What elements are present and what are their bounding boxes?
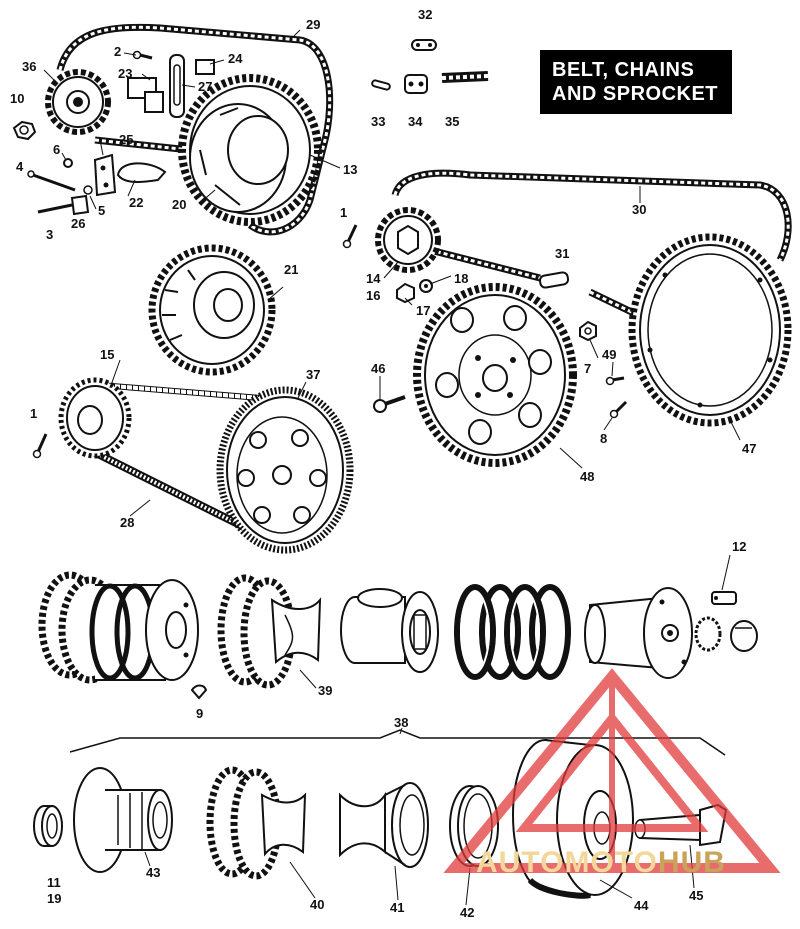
callout-32: 32 [418,7,433,22]
primary-chain-29 [56,23,334,236]
callout-21: 21 [284,262,299,277]
chain-links [371,39,570,289]
callout-10: 10 [10,91,25,106]
callout-14: 14 [366,271,381,286]
nut-10 [12,120,37,141]
callout-19: 19 [47,891,62,906]
assembly-bracket-38 [69,729,726,756]
callout-9: 9 [196,706,204,721]
callout-5: 5 [98,203,106,218]
callout-29: 29 [306,17,321,32]
clutch-sprocket-stack [38,571,199,684]
adjuster-12 [694,591,758,652]
callout-27: 27 [198,79,213,94]
callout-31: 31 [555,246,570,261]
watermark-moto: MOTO [564,846,658,879]
callout-20: 20 [172,197,187,212]
callout-6: 6 [53,142,61,157]
watermark-hub: HUB [657,846,726,879]
callout-28: 28 [120,515,135,530]
callout-8: 8 [600,431,608,446]
callout-37: 37 [306,367,321,382]
callout-1b: 1 [30,406,38,421]
callout-40: 40 [310,897,325,912]
title-line-2: AND SPROCKET [552,83,719,105]
callout-36: 36 [22,59,37,74]
callout-22: 22 [129,195,144,210]
watermark-logo [443,668,781,873]
callout-42: 42 [460,905,475,920]
callout-48: 48 [580,469,595,484]
hub-sleeve [340,588,439,673]
callout-49: 49 [602,347,617,362]
sleeve-41 [339,782,429,868]
callout-15: 15 [100,347,115,362]
callout-25: 25 [119,132,134,147]
small-parts-left [27,153,167,216]
title-box: BELT, CHAINS AND SPROCKET [540,50,732,114]
callout-2: 2 [114,44,122,59]
callout-41: 41 [390,900,405,915]
callout-45: 45 [689,888,704,903]
callout-34: 34 [408,114,423,129]
watermark-text: AUTOMOTOHUB [476,846,726,880]
bolts-1 [32,224,358,459]
callout-39: 39 [318,683,333,698]
callout-26: 26 [71,216,86,231]
watermark-auto: AUTO [476,846,565,879]
callout-7: 7 [584,361,592,376]
leader-lines [43,29,741,906]
callout-23: 23 [118,66,133,81]
transmission-sprocket-14 [375,207,441,304]
callout-43: 43 [146,865,161,880]
callout-47: 47 [742,441,757,456]
clutch-springs [454,584,571,680]
callout-38: 38 [394,715,409,730]
callout-17: 17 [416,303,431,318]
callout-18: 18 [454,271,469,286]
fasteners-right [373,320,628,419]
callout-35: 35 [445,114,460,129]
sprocket-40 [206,766,307,880]
adjuster-assembly [127,50,215,118]
clutch-hub-21 [148,244,276,376]
callout-1a: 1 [340,205,348,220]
title-line-1: BELT, CHAINS [552,59,695,81]
callout-46: 46 [371,361,386,376]
callout-24: 24 [228,51,243,66]
bushing-11-19 [33,805,63,847]
callout-3: 3 [46,227,54,242]
callout-4: 4 [16,159,24,174]
engine-sprocket-36 [45,69,111,135]
pressure-plate [584,587,693,679]
rear-sprocket-47 [628,233,792,427]
sprocket-39 [217,574,322,689]
callout-33: 33 [371,114,386,129]
callout-11: 11 [47,875,61,890]
callout-16: 16 [366,288,381,303]
key-9 [190,684,208,700]
hub-43 [73,767,173,873]
rear-sprocket-48 [413,283,577,467]
belt-drive [58,377,354,554]
callout-30: 30 [632,202,647,217]
callout-44: 44 [634,898,649,913]
clutch-shell-20 [178,74,322,226]
drum-44 [512,739,634,899]
callout-12: 12 [732,539,747,554]
callout-13: 13 [343,162,358,177]
